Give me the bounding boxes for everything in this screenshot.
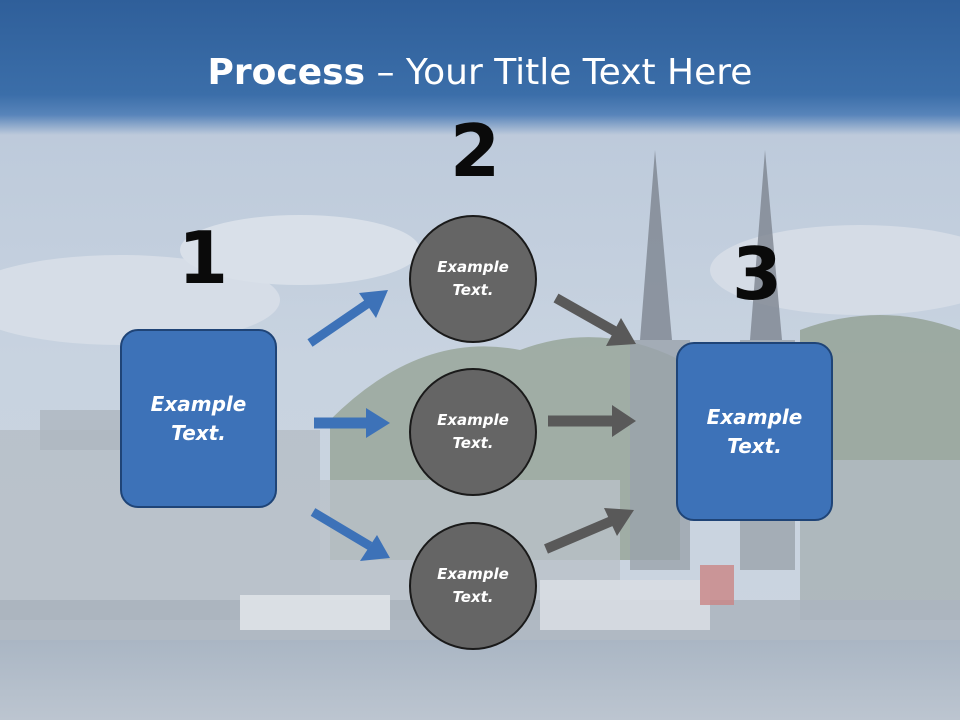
right-process-box: Example Text. [676,342,833,521]
circle-bottom: Example Text. [409,522,537,650]
arrow-gray-bottom-head [604,508,634,536]
arrow-gray-bottom [544,515,616,554]
arrow-gray-mid-head [612,405,636,437]
title-rest: – Your Title Text Here [365,52,753,93]
title-bold: Process [207,52,366,93]
step-number-2: 2 [450,109,501,193]
title-band [0,0,960,135]
arrow-blue-down [310,508,373,550]
arrow-blue-down-head [360,535,390,561]
left-process-box: Example Text. [120,329,277,508]
circle-middle: Example Text. [409,368,537,496]
arrow-blue-mid-head [366,408,390,438]
circle-top: Example Text. [409,215,537,343]
slide-title: Process – Your Title Text Here [0,52,960,93]
arrow-blue-up-head [359,290,388,318]
arrow-blue-up [307,298,373,347]
arrow-gray-top-head [606,318,636,346]
step-number-3: 3 [732,232,783,316]
step-number-1: 1 [178,216,229,300]
arrow-gray-top [553,293,619,337]
